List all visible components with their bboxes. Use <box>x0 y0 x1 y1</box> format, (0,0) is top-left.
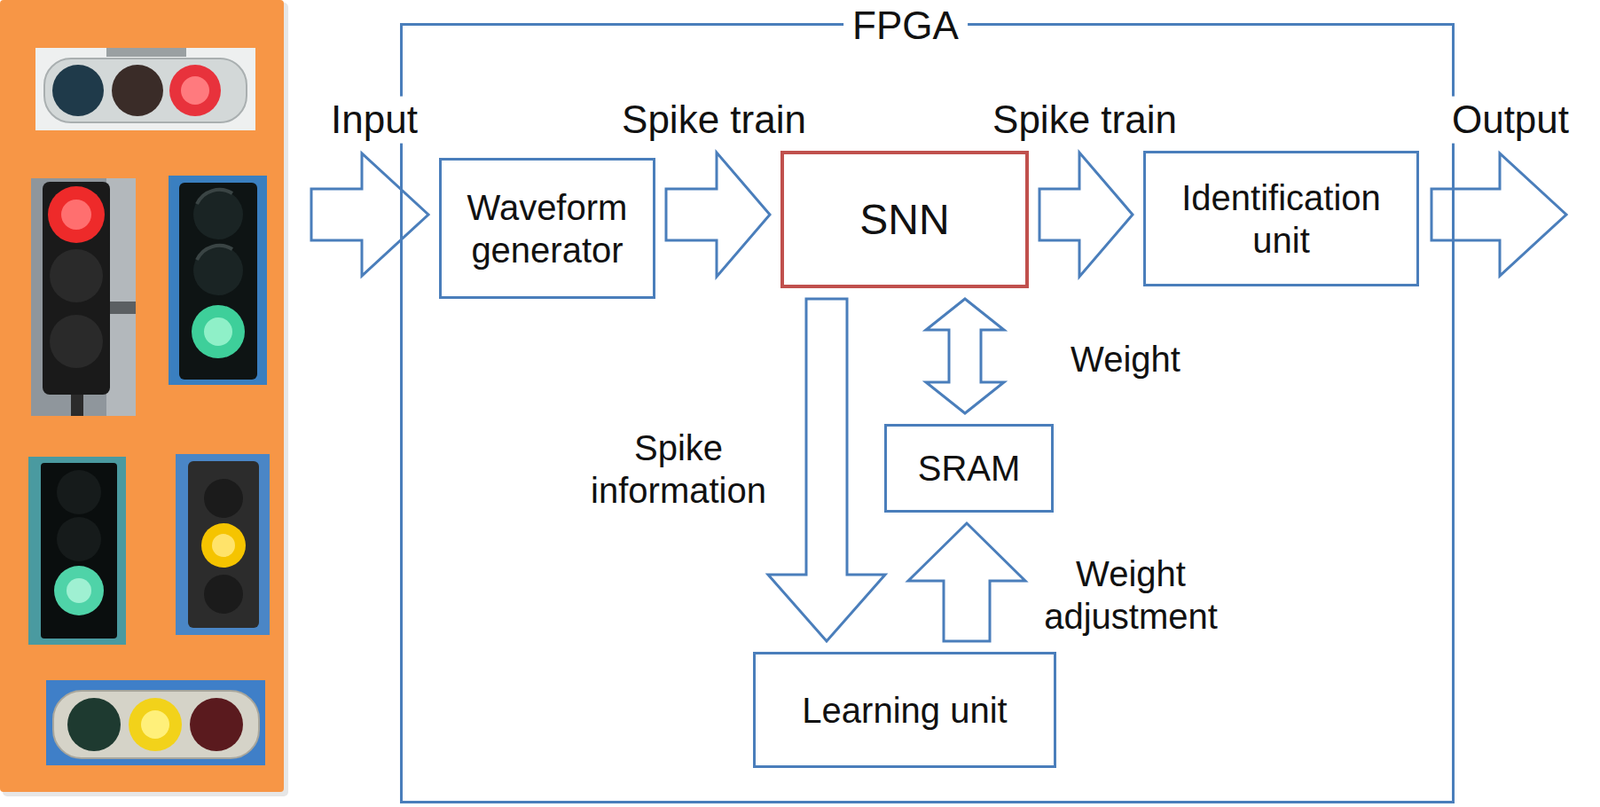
lamp-green <box>54 565 104 616</box>
housing <box>44 58 247 123</box>
process-box: Waveform generator <box>439 157 656 299</box>
housing <box>53 690 259 759</box>
lamp-off <box>193 189 244 240</box>
lamp-glow <box>66 578 92 604</box>
memory-box: SRAM <box>884 423 1054 513</box>
lamp-yellow <box>201 523 246 568</box>
output-arrow <box>1431 153 1567 276</box>
visor <box>196 245 233 260</box>
photo-panel <box>0 0 284 793</box>
lamp-off <box>56 517 102 562</box>
lamp-off <box>67 698 121 752</box>
lamp-off <box>49 249 103 303</box>
traffic-light-photo <box>31 178 136 416</box>
lamp-off <box>52 64 104 117</box>
lamp-off <box>203 478 244 518</box>
lamp-off <box>203 574 244 614</box>
photo-ground <box>168 175 267 385</box>
lamp-yellow <box>128 698 182 752</box>
building <box>106 178 136 416</box>
photo-ground <box>31 178 136 416</box>
edge-label: Spike train <box>618 96 810 144</box>
block-arrow <box>666 152 770 277</box>
photo-ground <box>35 47 256 131</box>
process-box: Learning unit <box>752 651 1057 769</box>
traffic-light-photo <box>175 454 270 636</box>
photo-ground <box>46 680 266 766</box>
fpga-frame: FPGAWaveform generatorSNNIdentification … <box>400 23 1455 804</box>
lamp-red <box>169 64 221 117</box>
io-label: Input <box>327 96 422 144</box>
process-box: Identification unit <box>1143 150 1420 287</box>
lamp-green <box>191 305 245 359</box>
traffic-light-photo <box>46 680 266 766</box>
node-text: SRAM <box>917 447 1021 490</box>
lamp-red <box>47 186 105 244</box>
io-label: Output <box>1448 96 1573 144</box>
photo-ground <box>28 456 126 645</box>
edge-label: Spike information <box>580 426 777 512</box>
node-text: Waveform generator <box>452 186 643 272</box>
lamp-glow <box>141 710 170 739</box>
traffic-light-photo <box>28 456 126 645</box>
block-arrow <box>925 298 1004 414</box>
edge-label: Spike train <box>988 96 1181 144</box>
frame-title: FPGA <box>843 3 968 48</box>
lamp-off <box>189 698 244 752</box>
edge-label: Weight <box>1066 337 1185 381</box>
photo-ground <box>175 454 270 636</box>
node-text: Identification unit <box>1156 176 1406 262</box>
housing <box>40 462 118 639</box>
block-arrow <box>908 523 1026 642</box>
traffic-light-photo <box>168 175 267 385</box>
lamp-glow <box>203 317 233 346</box>
housing <box>42 181 110 395</box>
node-text: Learning unit <box>801 689 1007 732</box>
edge-label: Weight adjustment <box>1033 552 1229 638</box>
block-arrow <box>1039 152 1133 277</box>
housing <box>188 461 259 628</box>
lamp-off <box>56 470 102 515</box>
lamp-off <box>193 245 244 296</box>
traffic-light-photo <box>35 47 256 131</box>
pole <box>70 394 84 416</box>
lamp-glow <box>61 199 92 230</box>
node-text: SNN <box>859 194 950 246</box>
snn-box: SNN <box>780 150 1029 289</box>
lamp-glow <box>180 76 210 105</box>
visor <box>196 189 233 204</box>
input-arrow <box>311 153 429 276</box>
mount-bar <box>106 47 187 57</box>
housing <box>179 182 258 380</box>
lamp-glow <box>211 533 236 557</box>
block-arrow <box>768 298 886 642</box>
lamp-off <box>111 64 164 117</box>
mount-arm <box>108 301 136 314</box>
lamp-off <box>49 314 103 369</box>
